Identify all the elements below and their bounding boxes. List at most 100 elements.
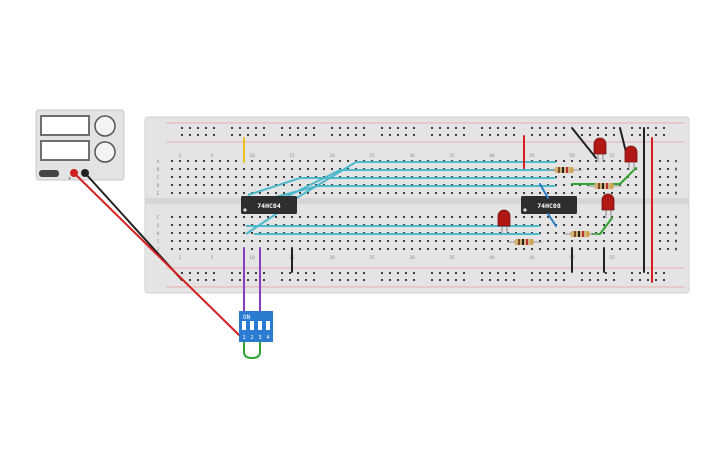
breadboard-hole[interactable] [197,279,199,281]
breadboard-hole[interactable] [439,134,441,136]
breadboard-hole[interactable] [347,272,349,274]
breadboard-hole[interactable] [267,240,269,242]
breadboard-hole[interactable] [239,127,241,129]
breadboard-hole[interactable] [455,127,457,129]
breadboard-hole[interactable] [579,224,581,226]
breadboard-hole[interactable] [171,240,173,242]
breadboard-hole[interactable] [355,279,357,281]
breadboard-hole[interactable] [515,248,517,250]
breadboard-hole[interactable] [531,272,533,274]
breadboard-hole[interactable] [315,184,317,186]
breadboard-hole[interactable] [211,248,213,250]
breadboard-hole[interactable] [403,240,405,242]
breadboard-hole[interactable] [563,192,565,194]
breadboard-hole[interactable] [563,232,565,234]
breadboard-hole[interactable] [647,279,649,281]
breadboard-hole[interactable] [619,216,621,218]
breadboard-hole[interactable] [579,168,581,170]
breadboard-hole[interactable] [505,279,507,281]
breadboard-hole[interactable] [491,192,493,194]
breadboard-hole[interactable] [603,176,605,178]
breadboard-hole[interactable] [281,272,283,274]
breadboard-hole[interactable] [635,232,637,234]
breadboard-hole[interactable] [497,279,499,281]
breadboard-hole[interactable] [243,176,245,178]
breadboard-hole[interactable] [659,224,661,226]
breadboard-hole[interactable] [413,272,415,274]
breadboard-hole[interactable] [235,160,237,162]
breadboard-hole[interactable] [655,279,657,281]
breadboard-hole[interactable] [363,240,365,242]
breadboard-hole[interactable] [243,192,245,194]
breadboard-hole[interactable] [627,168,629,170]
breadboard-hole[interactable] [513,279,515,281]
breadboard-hole[interactable] [355,192,357,194]
breadboard-hole[interactable] [259,160,261,162]
breadboard-hole[interactable] [219,232,221,234]
breadboard-hole[interactable] [227,224,229,226]
cyan-wire[interactable] [271,161,556,214]
breadboard-hole[interactable] [211,216,213,218]
power-supply[interactable]: + - [35,109,125,182]
breadboard-hole[interactable] [539,248,541,250]
breadboard-hole[interactable] [371,216,373,218]
breadboard-hole[interactable] [659,184,661,186]
breadboard-hole[interactable] [603,216,605,218]
breadboard-hole[interactable] [395,240,397,242]
breadboard-hole[interactable] [211,240,213,242]
breadboard-hole[interactable] [259,240,261,242]
breadboard-hole[interactable] [259,216,261,218]
breadboard-hole[interactable] [381,134,383,136]
breadboard-hole[interactable] [355,134,357,136]
breadboard-hole[interactable] [513,272,515,274]
breadboard-hole[interactable] [563,240,565,242]
breadboard-hole[interactable] [675,248,677,250]
breadboard-hole[interactable] [179,248,181,250]
breadboard-hole[interactable] [555,134,557,136]
breadboard-hole[interactable] [213,279,215,281]
breadboard-hole[interactable] [219,240,221,242]
breadboard-hole[interactable] [251,216,253,218]
breadboard-hole[interactable] [597,279,599,281]
breadboard-hole[interactable] [489,279,491,281]
breadboard-hole[interactable] [547,224,549,226]
breadboard-hole[interactable] [299,168,301,170]
breadboard-hole[interactable] [447,279,449,281]
breadboard-hole[interactable] [291,168,293,170]
breadboard-hole[interactable] [299,192,301,194]
breadboard-hole[interactable] [635,216,637,218]
breadboard-hole[interactable] [283,176,285,178]
breadboard-hole[interactable] [181,127,183,129]
breadboard-hole[interactable] [297,279,299,281]
breadboard-hole[interactable] [447,272,449,274]
breadboard-hole[interactable] [497,272,499,274]
breadboard-hole[interactable] [627,232,629,234]
breadboard-hole[interactable] [459,240,461,242]
breadboard-hole[interactable] [307,240,309,242]
breadboard-hole[interactable] [587,168,589,170]
breadboard-hole[interactable] [339,127,341,129]
breadboard-hole[interactable] [331,272,333,274]
breadboard-hole[interactable] [379,248,381,250]
breadboard-hole[interactable] [463,279,465,281]
breadboard-hole[interactable] [243,224,245,226]
breadboard-hole[interactable] [405,134,407,136]
breadboard-hole[interactable] [259,168,261,170]
breadboard-hole[interactable] [499,240,501,242]
breadboard-hole[interactable] [387,216,389,218]
breadboard-hole[interactable] [371,240,373,242]
breadboard-hole[interactable] [639,134,641,136]
breadboard-hole[interactable] [181,134,183,136]
breadboard-hole[interactable] [203,160,205,162]
breadboard-hole[interactable] [235,232,237,234]
breadboard-hole[interactable] [239,279,241,281]
dip-toggle[interactable] [242,321,246,330]
breadboard-hole[interactable] [235,184,237,186]
breadboard-hole[interactable] [555,272,557,274]
breadboard-hole[interactable] [251,184,253,186]
breadboard-hole[interactable] [431,127,433,129]
breadboard-hole[interactable] [431,272,433,274]
breadboard-hole[interactable] [439,272,441,274]
breadboard-hole[interactable] [331,248,333,250]
resistor[interactable] [564,231,598,237]
